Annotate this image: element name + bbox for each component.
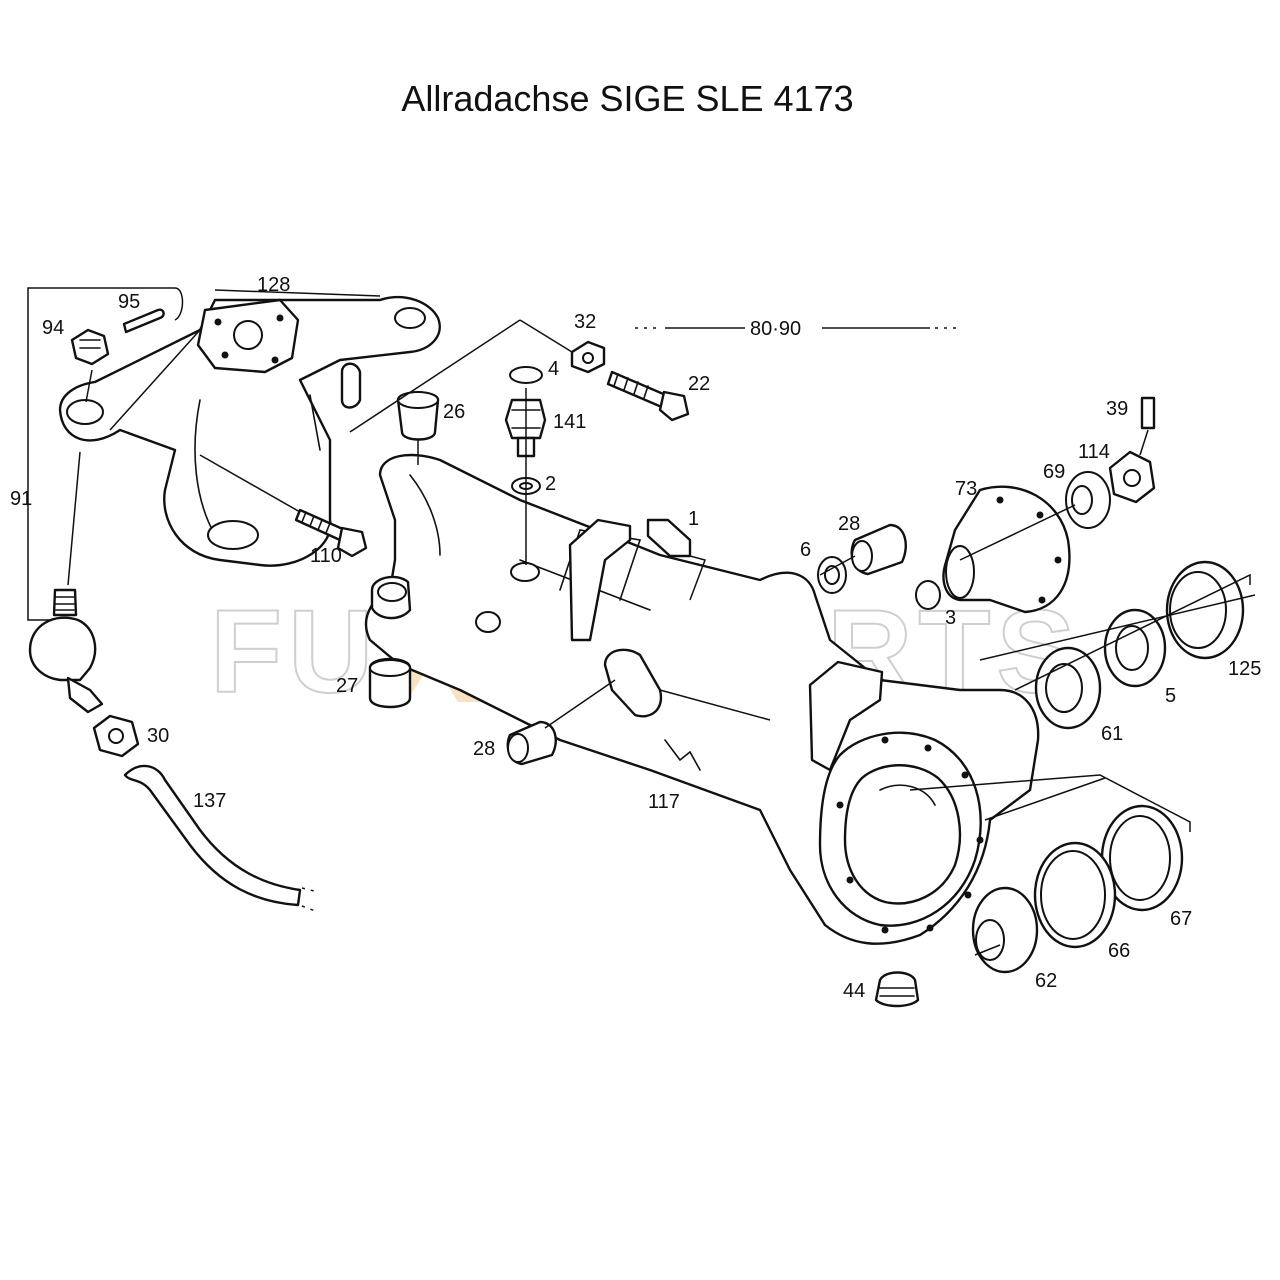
plug-44 bbox=[874, 971, 920, 1008]
callout-22: 22 bbox=[688, 373, 710, 395]
callout-2: 2 bbox=[545, 473, 556, 495]
pin-39 bbox=[1140, 396, 1156, 430]
axle-housing-117 bbox=[364, 453, 1040, 945]
callout-141: 141 bbox=[553, 411, 586, 433]
castle-nut-94 bbox=[70, 328, 110, 366]
nut-30 bbox=[92, 714, 140, 758]
bolt-22 bbox=[606, 370, 690, 422]
bearing-61 bbox=[1034, 646, 1102, 730]
seal-67 bbox=[1100, 804, 1184, 912]
ball-joint-91 bbox=[28, 588, 104, 714]
callout-30: 30 bbox=[147, 725, 169, 747]
callout-28-lower: 28 bbox=[473, 738, 495, 760]
bolt-110 bbox=[294, 508, 368, 558]
ring-66 bbox=[1033, 841, 1117, 949]
steering-knuckle bbox=[58, 296, 441, 567]
callout-69: 69 bbox=[1043, 461, 1065, 483]
callout-114: 114 bbox=[1078, 441, 1110, 463]
callout-62: 62 bbox=[1035, 970, 1057, 992]
callout-94: 94 bbox=[42, 317, 64, 339]
nipple-1 bbox=[646, 518, 692, 558]
seal-3 bbox=[915, 580, 941, 610]
callout-67: 67 bbox=[1170, 908, 1192, 930]
bushing-28-lower bbox=[506, 720, 557, 766]
callout-125: 125 bbox=[1228, 658, 1261, 680]
callout-117: 117 bbox=[648, 791, 680, 813]
callout-91: 91 bbox=[10, 488, 32, 510]
nut-114 bbox=[1108, 450, 1156, 504]
bearing-62 bbox=[971, 886, 1039, 974]
tube-137 bbox=[123, 764, 319, 913]
o-ring-4 bbox=[509, 366, 543, 384]
callout-80-90: 80·90 bbox=[750, 318, 801, 340]
nut-32 bbox=[570, 340, 606, 374]
callout-61: 61 bbox=[1101, 723, 1123, 745]
hub-73 bbox=[942, 485, 1071, 614]
callout-28-upper: 28 bbox=[838, 513, 860, 535]
callout-44: 44 bbox=[843, 980, 865, 1002]
diagram-title: Allradachse SIGE SLE 4173 bbox=[401, 78, 854, 119]
callout-1: 1 bbox=[688, 508, 699, 530]
callout-110: 110 bbox=[310, 545, 342, 567]
callout-32: 32 bbox=[574, 311, 596, 333]
seal-125 bbox=[1165, 560, 1245, 660]
leader-lines bbox=[27, 287, 1256, 956]
callout-3: 3 bbox=[945, 607, 956, 629]
callout-5: 5 bbox=[1165, 685, 1176, 707]
bearing-69 bbox=[1065, 471, 1111, 529]
callout-66: 66 bbox=[1108, 940, 1130, 962]
callout-39: 39 bbox=[1106, 398, 1128, 420]
bushing-26 bbox=[396, 391, 440, 441]
split-pin-95 bbox=[122, 308, 165, 334]
callout-6: 6 bbox=[800, 539, 811, 561]
callout-4: 4 bbox=[548, 358, 559, 380]
callout-labels: 1 2 3 4 5 6 22 26 27 28 28 30 32 39 44 6… bbox=[10, 274, 1261, 1002]
callout-27: 27 bbox=[336, 675, 358, 697]
callout-95: 95 bbox=[118, 291, 140, 313]
callout-26: 26 bbox=[443, 401, 465, 423]
svg-text:FU: FU bbox=[210, 586, 379, 718]
callout-137: 137 bbox=[193, 790, 226, 812]
callout-128: 128 bbox=[257, 274, 290, 296]
bushing-27 bbox=[368, 657, 412, 709]
bushing-28-upper bbox=[850, 523, 907, 576]
callout-73: 73 bbox=[955, 478, 977, 500]
